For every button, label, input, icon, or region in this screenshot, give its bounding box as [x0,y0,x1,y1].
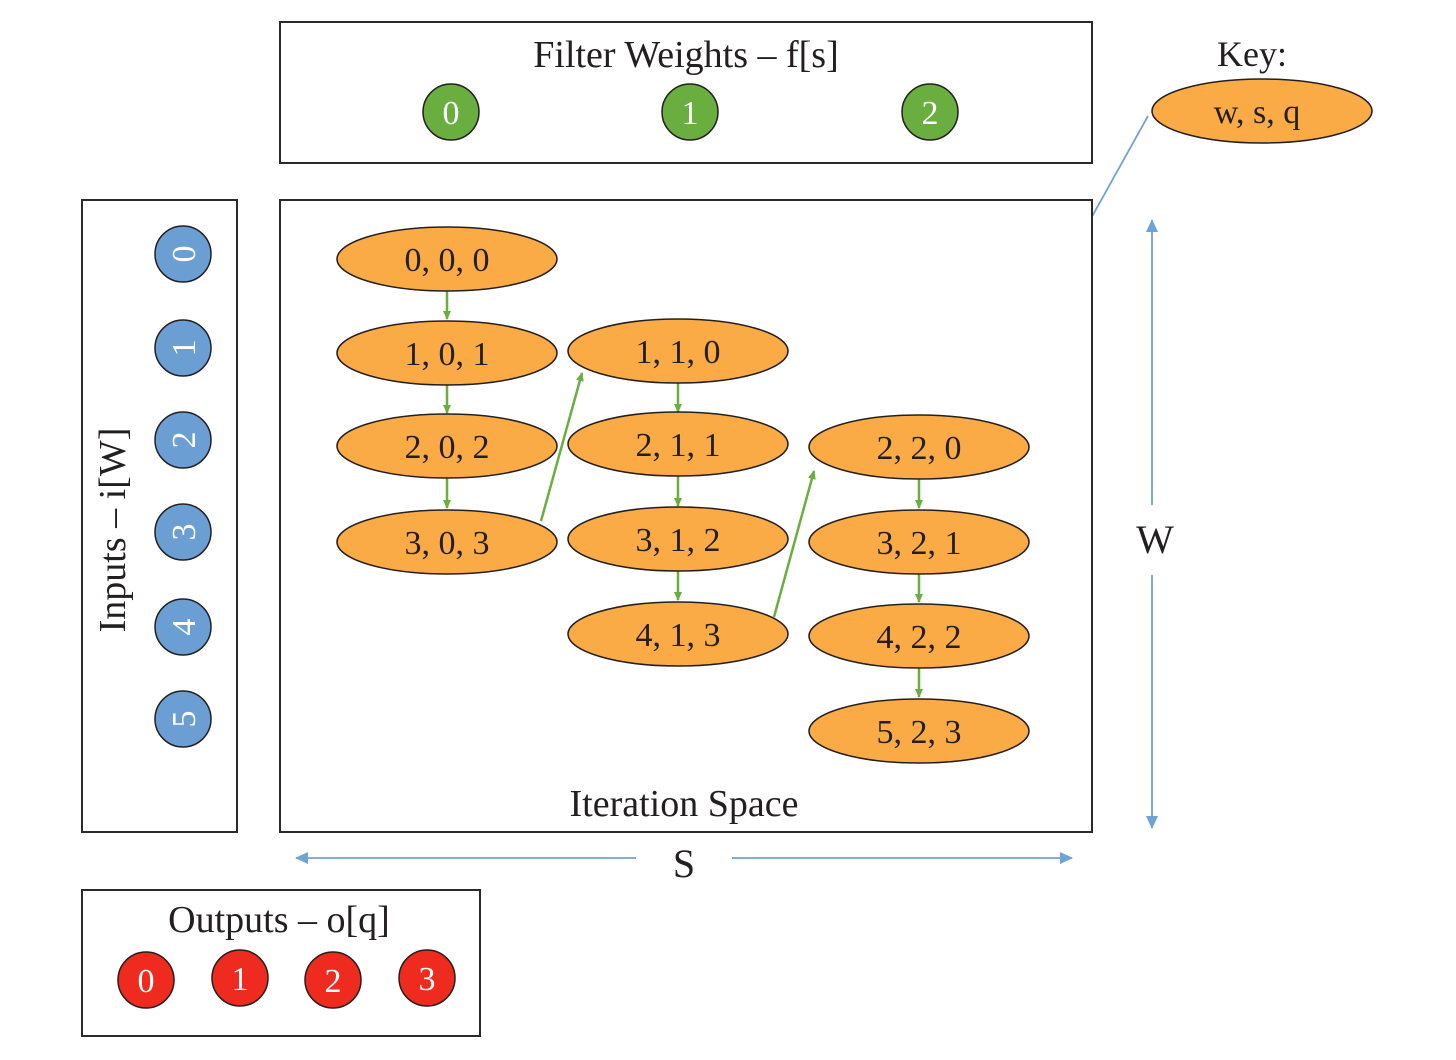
iteration-node: 2, 1, 1 [567,411,789,477]
iteration-node: 2, 0, 2 [336,413,558,479]
output-1-label: 1 [232,961,249,998]
iteration-node-label: 4, 1, 3 [636,617,721,654]
filter-weight-1-label: 1 [682,95,699,132]
input-1-label: 1 [166,340,203,357]
inputs-title: Inputs – i[W] [92,428,134,633]
input-0: 0 [154,225,212,283]
iteration-node-label: 5, 2, 3 [877,714,962,751]
key-title: Key: [1217,34,1287,74]
iteration-node-label: 0, 0, 0 [405,242,490,279]
iteration-node: 3, 2, 1 [808,509,1030,575]
output-0-label: 0 [138,963,155,1000]
filter-weight-0-label: 0 [443,95,460,132]
key-label: w, s, q [1214,94,1301,131]
w-axis-label: W [1136,517,1174,562]
output-2: 2 [304,951,362,1009]
input-5: 5 [154,690,212,748]
output-3: 3 [398,949,456,1007]
iteration-node: 3, 1, 2 [567,506,789,572]
iteration-node: 3, 0, 3 [336,509,558,575]
output-0: 0 [117,951,175,1009]
iteration-node-label: 1, 1, 0 [636,334,721,371]
iteration-node: 2, 2, 0 [808,414,1030,480]
iteration-node: 1, 1, 0 [567,318,789,384]
iteration-node-label: 2, 2, 0 [877,430,962,467]
outputs-title: Outputs – o[q] [168,899,390,941]
input-4: 4 [154,598,212,656]
filter-weight-2: 2 [901,83,959,141]
filter-weights-panel: Filter Weights – f[s] 0 1 2 [279,21,1093,164]
iteration-space-title: Iteration Space [570,783,799,825]
outputs-panel: Outputs – o[q] 0 1 2 3 [81,889,481,1037]
iteration-node-label: 3, 2, 1 [877,525,962,562]
dep-arrow-303-110 [539,372,584,522]
output-3-label: 3 [419,961,436,998]
iteration-node-label: 1, 0, 1 [405,336,490,373]
s-axis: S [295,841,1073,886]
iteration-node-label: 3, 0, 3 [405,525,490,562]
output-2-label: 2 [325,963,342,1000]
output-1: 1 [211,949,269,1007]
iteration-node: 5, 2, 3 [808,698,1030,764]
input-5-label: 5 [166,711,203,728]
input-1: 1 [154,319,212,377]
w-axis: W [1136,219,1174,829]
iteration-node-label: 2, 0, 2 [405,429,490,466]
iteration-node-label: 3, 1, 2 [636,522,721,559]
inputs-panel: Inputs – i[W] 0 1 2 3 4 5 [81,199,238,833]
input-2: 2 [154,411,212,469]
input-3: 3 [154,503,212,561]
key-ellipse [1151,78,1373,144]
filter-weight-2-label: 2 [922,95,939,132]
iteration-node: 4, 2, 2 [808,603,1030,669]
dep-arrow-413-220 [772,470,816,618]
dependency-arrows [443,291,923,698]
iteration-node-label: 4, 2, 2 [877,619,962,656]
input-2-label: 2 [166,432,203,449]
iteration-node: 4, 1, 3 [567,601,789,667]
iteration-node-label: 2, 1, 1 [636,427,721,464]
input-3-label: 3 [166,524,203,541]
iteration-space-panel: Iteration Space 0, 0, 0 1, 0, 1 2, 0, [279,199,1093,833]
filter-weight-1: 1 [661,83,719,141]
iteration-node: 0, 0, 0 [336,226,558,292]
iteration-node: 1, 0, 1 [336,320,558,386]
filter-weight-0: 0 [422,83,480,141]
input-4-label: 4 [166,619,203,636]
s-axis-label: S [673,841,695,886]
filter-weights-title: Filter Weights – f[s] [533,34,838,76]
input-0-label: 0 [166,246,203,263]
